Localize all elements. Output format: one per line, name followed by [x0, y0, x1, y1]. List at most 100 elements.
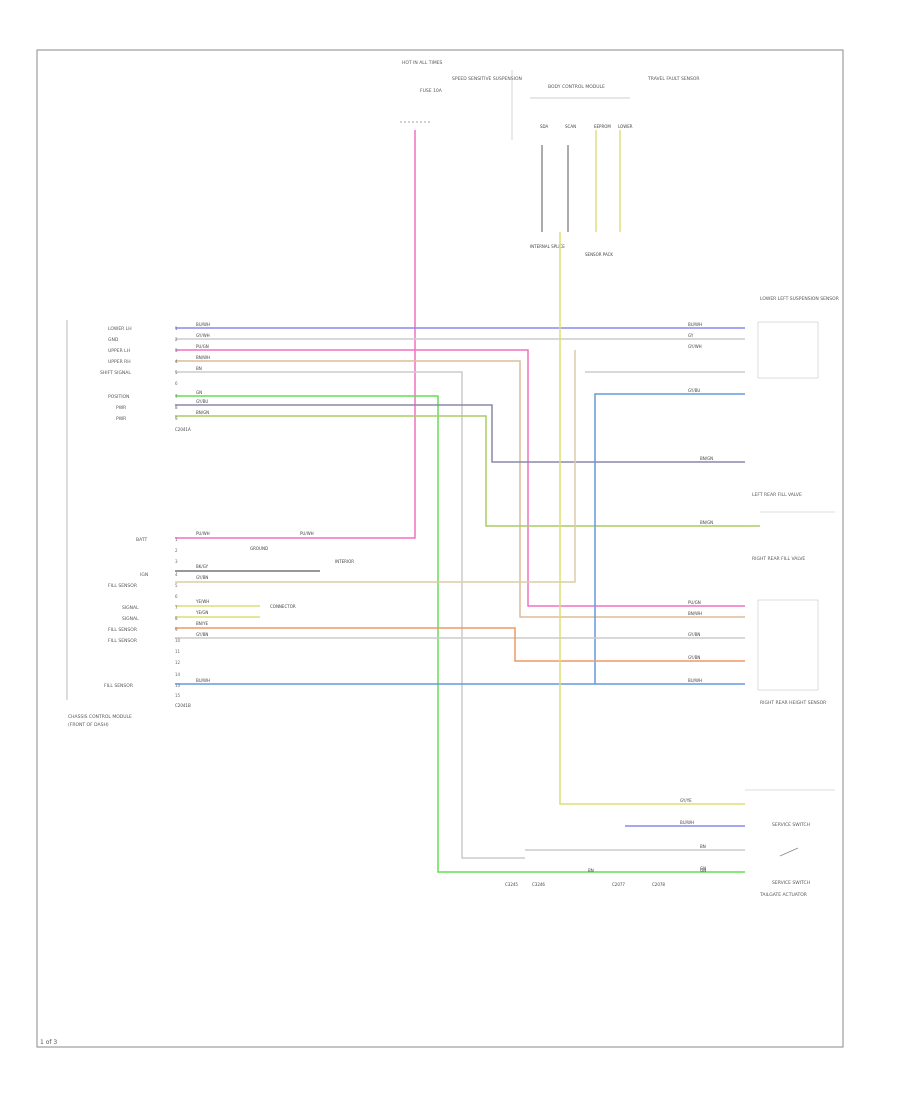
connector-bottom: C2041B [175, 703, 191, 708]
right-tag-lower-3: GY/BN [688, 632, 700, 637]
bottom-tag-3: BN [588, 868, 594, 873]
pin-lower-10-num: 10 [175, 638, 181, 643]
pin-upper-7-num: 7 [175, 394, 178, 399]
top-wires [541, 130, 621, 232]
component-right-rear-sensor: RIGHT REAR HEIGHT SENSOR [760, 700, 826, 706]
right-tag-mid-1: BN/GN [700, 456, 713, 461]
pin-lower-1-num: 1 [175, 537, 178, 542]
tag-lower-1b: PU/WH [300, 531, 314, 536]
page-footer: 1 of 3 [40, 1039, 57, 1046]
wire-pwr-1 [175, 404, 745, 463]
pin-upper-2-num: 2 [175, 337, 178, 342]
bottom-tag-6: GN [700, 868, 706, 873]
tag-upper-8: GY/BU [196, 399, 208, 404]
module-subtitle: (FRONT OF DASH) [68, 722, 109, 728]
top-splice-right: SENSOR PACK [585, 252, 613, 257]
tag-upper-5: BN [196, 366, 202, 371]
wire-ign [175, 350, 576, 583]
right-tag-lower-1: PU/GN [688, 600, 701, 605]
pin-lower-14-num: 14 [175, 672, 181, 677]
component-left-rear-fill: LEFT REAR FILL VALVE [752, 492, 802, 498]
right-tag-lower-4: GY/BN [688, 655, 700, 660]
top-connector-4: LOWER [618, 124, 633, 129]
splice-interior: INTERIOR [335, 559, 354, 564]
pin-lower-4-num: 4 [175, 572, 178, 577]
top-connector-3: EEPROM [594, 124, 611, 129]
pin-lower-2-num: 2 [175, 548, 178, 553]
top-splice-left: INTERNAL SPLICE [530, 244, 565, 249]
right-components: LOWER LEFT SUSPENSION SENSOR LEFT REAR F… [745, 296, 839, 898]
component-lower-left-sensor: LOWER LEFT SUSPENSION SENSOR [760, 296, 839, 302]
pin-upper-7-label: POSITION [108, 394, 129, 400]
wires [175, 130, 760, 873]
note-right: TRAVEL FAULT SENSOR [647, 76, 700, 82]
top-connector-2: SCAN [565, 124, 576, 129]
upper-wire-tags: BU/WH GY/WH PU/GN BN/WH BN GN GY/BU BN/G… [196, 322, 210, 415]
bottom-wire-tags: C3245 C3246 BN C2077 C2078 GN [505, 868, 706, 887]
wire-upper-rh [175, 360, 745, 618]
pin-upper-9-num: 9 [175, 416, 178, 421]
right-tag-upper-3: GY/WH [688, 344, 702, 349]
wire-fill-orange [175, 627, 745, 662]
bottom-tag-4: C2077 [612, 882, 625, 887]
bottom-tag-5: C2078 [652, 882, 665, 887]
module-upper-pins: LOWER LH 1 GND 2 UPPER LH 3 UPPER RH 4 S… [100, 326, 191, 432]
pin-upper-4-num: 4 [175, 359, 178, 364]
pin-lower-4-label: IGN [140, 572, 148, 578]
tag-upper-1: BU/WH [196, 322, 210, 327]
fuse-label: FUSE 10A [420, 88, 443, 94]
tag-upper-9: BN/GN [196, 410, 209, 415]
pin-upper-3-num: 3 [175, 348, 178, 353]
diagram-frame [36, 49, 844, 1048]
splice-connector: CONNECTOR [270, 604, 296, 609]
switch-icon [779, 847, 799, 857]
wire-batt [175, 130, 416, 539]
fuse-block: HOT IN ALL TIMES FUSE 10A [400, 60, 443, 123]
tag-lower-8: YE/GN [195, 610, 208, 615]
pin-lower-5-num: 5 [175, 583, 178, 588]
right-tag-switch-4: GN [700, 866, 706, 871]
pin-upper-3-label: UPPER LH [108, 348, 130, 354]
component-switch-top: SERVICE SWITCH [772, 822, 810, 828]
tag-lower-1: PU/WH [196, 531, 210, 536]
top-connector-1: SDA [540, 124, 549, 129]
pin-upper-2-label: GND [108, 337, 119, 343]
component-switch-bottom: SERVICE SWITCH [772, 880, 810, 886]
right-tag-lower-2: BN/WH [688, 611, 702, 616]
note-left: SPEED SENSITIVE SUSPENSION [452, 76, 522, 82]
right-tag-upper-2: GY [688, 333, 694, 338]
tag-lower-4: GY/BN [196, 575, 208, 580]
splice-ground: GROUND [250, 546, 268, 551]
pin-lower-11-num: 11 [175, 649, 181, 654]
pin-upper-6-num: 6 [175, 381, 178, 386]
pin-lower-15-num: 15 [175, 693, 181, 698]
wire-shift [175, 371, 525, 859]
component-switch-bottom-sub: TAILGATE ACTUATOR [759, 892, 807, 898]
wire-position [175, 395, 745, 873]
pin-upper-5-label: SHIFT SIGNAL [100, 370, 131, 376]
lower-wire-tags: PU/WH PU/WH BK/GY GY/BN YE/WH YE/GN BN/Y… [195, 531, 314, 683]
pin-lower-1-label: BATT [136, 537, 147, 543]
right-tag-lower-5: BU/WH [688, 678, 702, 683]
right-tag-upper-4: GY/BU [688, 388, 700, 393]
pin-lower-13-num: 13 [175, 683, 181, 688]
tag-upper-4: BN/WH [196, 355, 210, 360]
connector-top: C2041A [175, 427, 191, 432]
wire-blue-up [594, 393, 745, 684]
right-tag-switch-2: BU/WH [680, 820, 694, 825]
module-lower-pins: BATT 1 2 3 IGN 4 FILL SENSOR 5 6 SIGNAL … [104, 537, 191, 708]
tag-lower-10: GY/BN [196, 632, 208, 637]
right-wire-tags: BU/WH GY GY/WH GY/BU BN/GN BN/GN PU/GN B… [680, 322, 713, 871]
bottom-tag-1: C3245 [505, 882, 518, 887]
pin-lower-6-num: 6 [175, 594, 178, 599]
pin-lower-9-num: 9 [175, 627, 178, 632]
pin-lower-12-num: 12 [175, 660, 181, 665]
pin-lower-13-label: FILL SENSOR [104, 683, 133, 689]
wire-pwr-2 [175, 415, 745, 527]
fuse-title: HOT IN ALL TIMES [402, 60, 443, 66]
pin-lower-10-label: FILL SENSOR [108, 638, 137, 644]
pin-upper-1-num: 1 [175, 326, 178, 331]
tag-upper-2: GY/WH [196, 333, 210, 338]
tag-lower-3: BK/GY [196, 564, 209, 569]
